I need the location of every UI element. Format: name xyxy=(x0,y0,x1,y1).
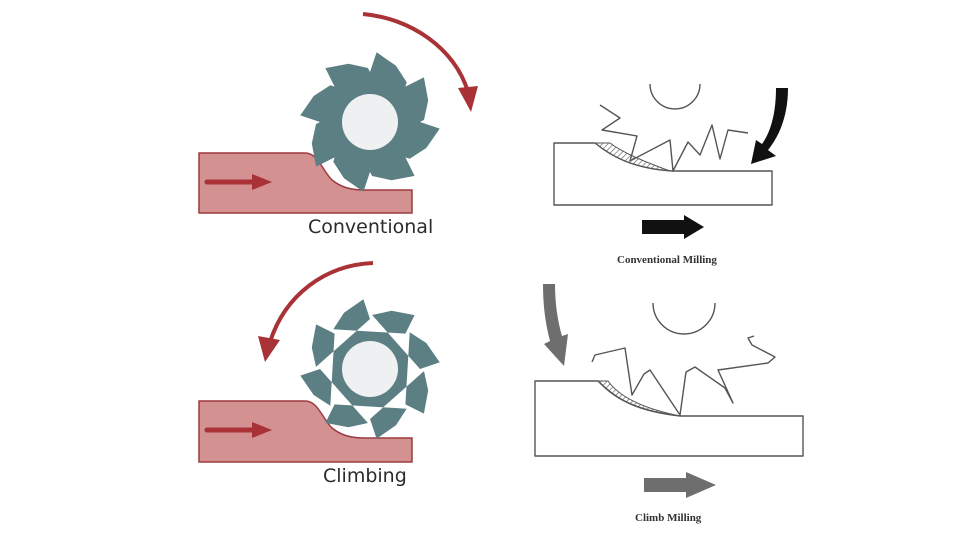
climbing-illustration: Climbing xyxy=(0,250,480,540)
chip-hatch xyxy=(596,380,681,417)
chip-hatch xyxy=(593,142,671,172)
workpiece xyxy=(198,152,413,214)
milling-cutter-icon xyxy=(300,299,440,439)
rotation-arrow-icon xyxy=(543,284,568,366)
conventional-illustration-graphic xyxy=(198,12,478,214)
feed-arrow-icon xyxy=(252,422,272,438)
feed-arrow-icon xyxy=(252,174,272,190)
conventional-milling-graphic xyxy=(553,83,788,239)
cutter-teeth-outline xyxy=(591,335,776,416)
climbing-label: Climbing xyxy=(323,465,407,487)
conventional-illustration: Conventional xyxy=(0,0,480,270)
cutter-teeth-outline xyxy=(599,104,749,172)
feed-arrow-icon xyxy=(644,472,716,498)
cutter-hub xyxy=(342,341,398,397)
rotation-arrow-head xyxy=(258,336,280,362)
climb-milling-drawing: Climb Milling xyxy=(520,270,820,535)
rotation-arrow-counterclockwise-icon xyxy=(268,261,374,343)
cutter-hub-arc xyxy=(649,83,701,110)
climbing-illustration-graphic xyxy=(198,261,440,463)
feed-arrow-icon xyxy=(642,215,704,239)
rotation-arrow-head xyxy=(458,86,478,112)
workpiece xyxy=(198,400,413,463)
workpiece-outline xyxy=(534,380,804,457)
rotation-arrow-icon xyxy=(751,88,788,164)
conventional-label: Conventional xyxy=(308,216,434,238)
cutter-hub-arc xyxy=(652,302,716,335)
milling-cutter-icon xyxy=(300,52,440,192)
rotation-arrow-clockwise-icon xyxy=(362,12,470,93)
conventional-milling-drawing: Conventional Milling xyxy=(540,70,800,270)
climb-milling-caption: Climb Milling xyxy=(635,512,702,524)
climb-milling-graphic xyxy=(534,284,804,498)
workpiece-outline xyxy=(553,142,773,206)
conventional-milling-caption: Conventional Milling xyxy=(617,254,717,266)
cutter-hub xyxy=(342,94,398,150)
